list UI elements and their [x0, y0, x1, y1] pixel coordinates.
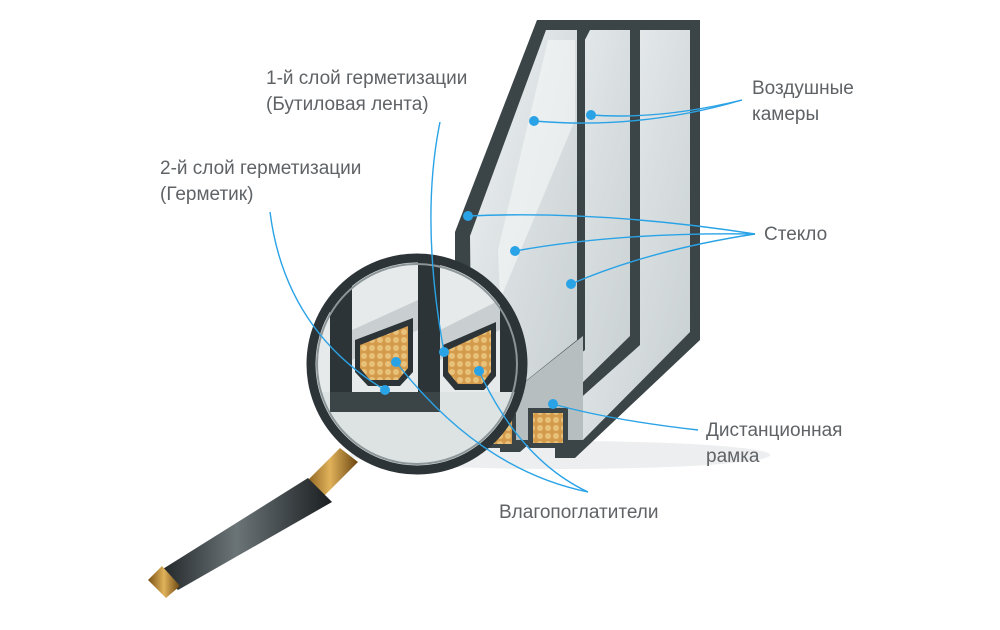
label-glass: Стекло: [764, 224, 828, 245]
leader-seal1: [430, 121, 445, 353]
label-seal2: 2-й слой герметизации (Герметик): [160, 156, 361, 208]
label-seal2-line2: (Герметик): [160, 184, 254, 205]
leader-spacer: [552, 403, 699, 431]
leader-dots: [380, 110, 596, 409]
leader-air-2: [590, 99, 743, 117]
leader-desiccant-1: [395, 361, 589, 493]
label-seal1: 1-й слой герметизации (Бутиловая лента): [266, 66, 467, 118]
leader-air-1: [533, 99, 743, 124]
leader-desiccant-2: [478, 370, 589, 493]
label-seal1-line1: 1-й слой герметизации: [266, 68, 468, 89]
leader-glass-2: [514, 233, 756, 252]
label-spacer-line2: рамка: [706, 446, 760, 467]
leader-glass-3: [570, 233, 756, 285]
label-air-chambers: Воздушные камеры: [752, 76, 854, 128]
leader-seal2: [269, 211, 386, 391]
label-air-line1: Воздушные: [752, 78, 854, 99]
label-desiccant: Влагопоглатители: [499, 502, 659, 523]
leader-glass-1: [467, 214, 756, 235]
label-air-line2: камеры: [752, 104, 820, 125]
label-spacer-line1: Дистанционная: [706, 420, 843, 441]
magnifying-glass-icon: [148, 253, 528, 598]
leader-lines: [269, 99, 756, 493]
label-spacer-frame: Дистанционная рамка: [706, 418, 842, 470]
label-seal1-line2: (Бутиловая лента): [266, 94, 429, 115]
label-seal2-line1: 2-й слой герметизации: [160, 158, 362, 179]
